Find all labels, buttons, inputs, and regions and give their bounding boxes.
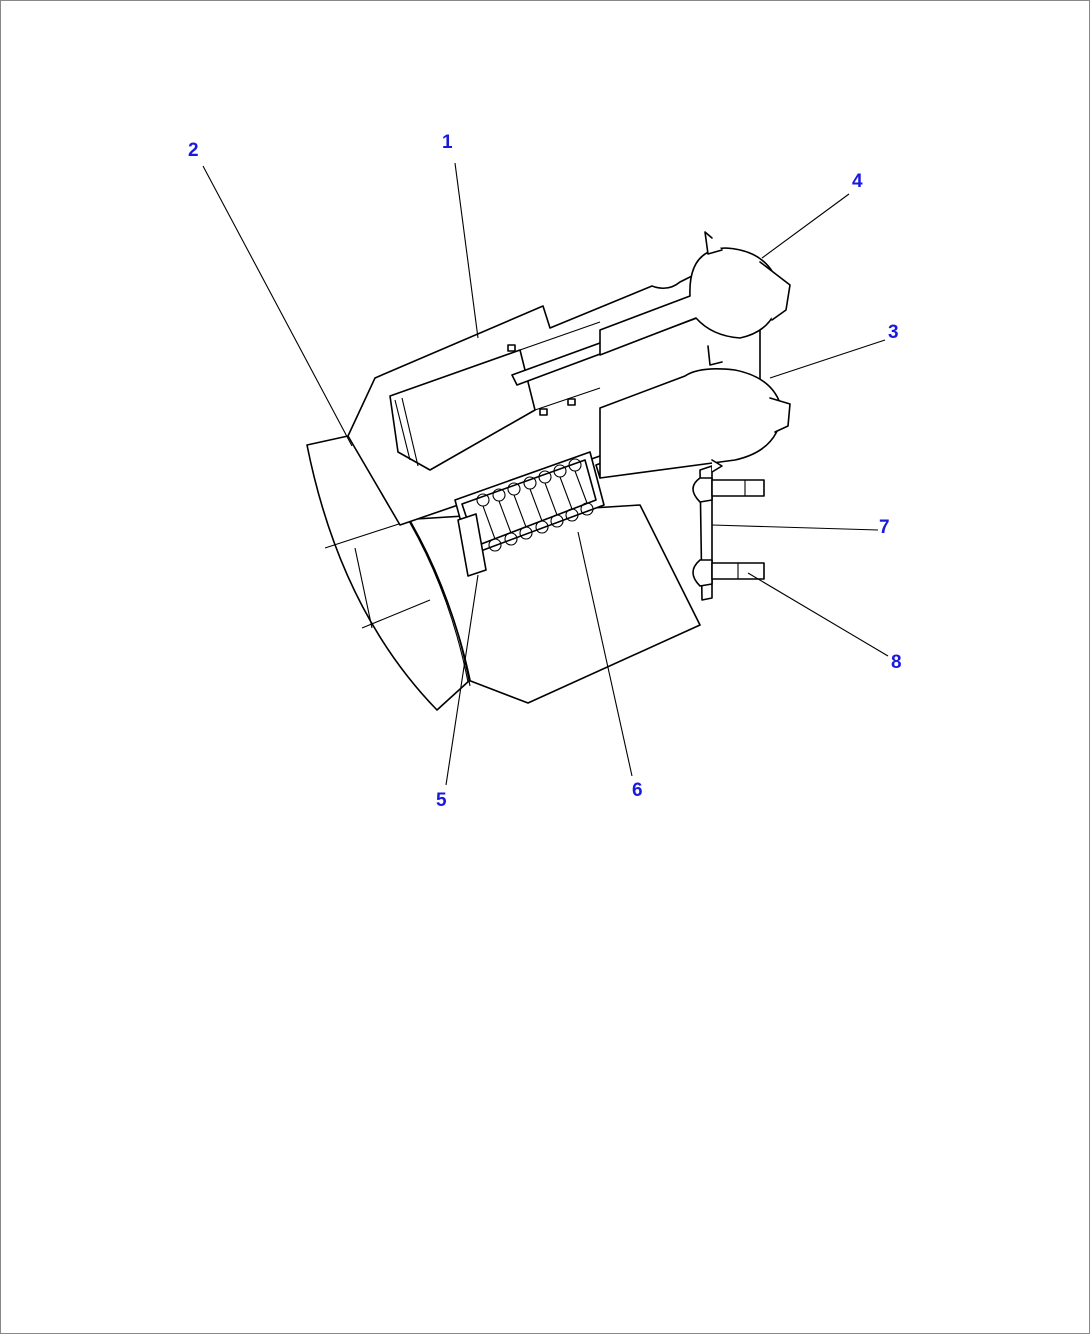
leader-6 <box>577 531 633 777</box>
callout-4: 4 <box>852 171 863 192</box>
callout-3: 3 <box>888 322 899 343</box>
callout-8: 8 <box>891 652 902 673</box>
part-4-upper-plunger <box>511 231 791 386</box>
leader-lines <box>202 162 889 786</box>
leader-8 <box>747 572 889 657</box>
part-1-block <box>389 321 601 471</box>
leader-2 <box>202 165 353 447</box>
callouts: 1 2 3 4 5 6 7 8 <box>188 132 902 811</box>
leader-1 <box>454 162 479 339</box>
leader-4 <box>761 193 850 259</box>
part-6-spring <box>454 451 605 556</box>
callout-6: 6 <box>632 780 643 801</box>
part-3-lower-plunger <box>595 368 791 479</box>
callout-1: 1 <box>442 132 453 153</box>
upper-housing <box>347 271 761 526</box>
part-5-seat <box>457 513 487 577</box>
callout-5: 5 <box>436 790 447 811</box>
leader-3 <box>769 339 886 379</box>
leader-7 <box>711 524 879 531</box>
callout-2: 2 <box>188 140 199 161</box>
leader-5 <box>445 574 479 786</box>
callout-7: 7 <box>879 517 890 538</box>
